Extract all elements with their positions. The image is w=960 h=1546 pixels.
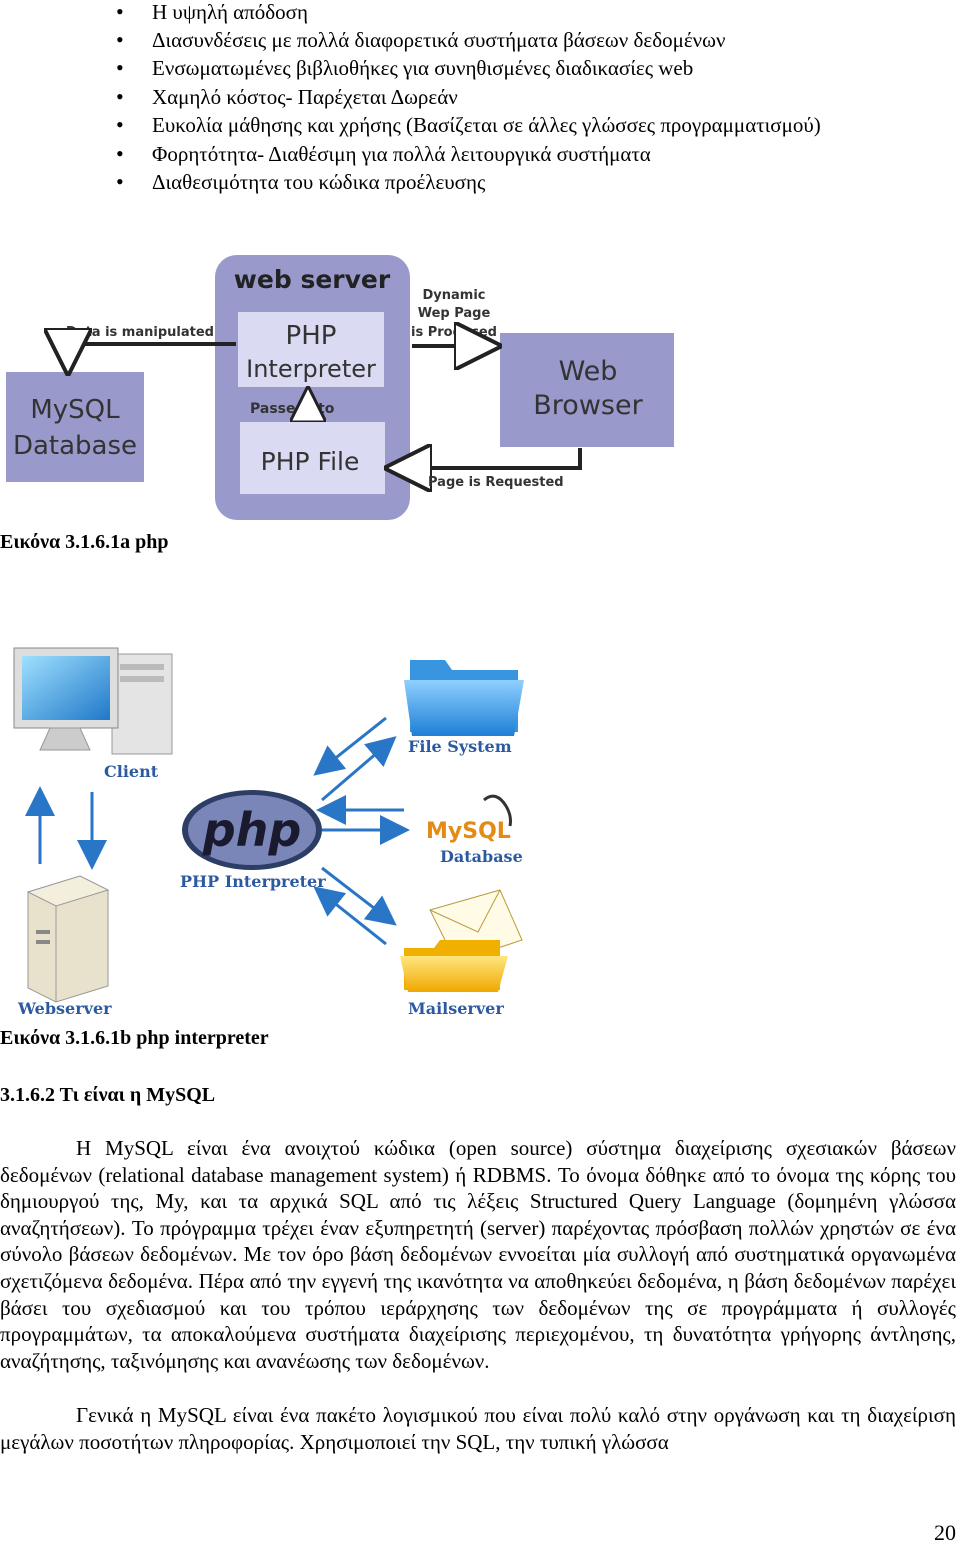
php-interpreter-diagram: Client File System php PHP Interpreter M… [13,647,524,1018]
data-manipulated-label: Data is manipulated [66,325,214,340]
client-computer-icon [13,647,173,755]
to-label: to [318,401,335,417]
bullet-item: Ευκολία μάθησης και χρήσης (Βασίζεται σε… [116,113,821,137]
folder-icon [404,660,524,736]
web-browser-line1: Web [559,356,618,387]
mysql-database-box [6,372,144,482]
mailserver-label: Mailserver [408,999,504,1018]
bullet-item: Διαθεσιμότητα του κώδικα προέλευσης [116,170,485,194]
paragraph-mysql-general: Γενικά η MySQL είναι ένα πακέτο λογισμικ… [0,1403,956,1454]
webserver-label: Webserver [17,999,112,1018]
mail-folder-icon [400,889,523,992]
paragraph-mysql-definition: Η MySQL είναι ένα ανοιχτού κώδικα (open … [0,1136,956,1373]
web-browser-box [500,333,674,447]
bullet-item: Η υψηλή απόδοση [116,0,308,24]
bullet-item: Ενσωματωμένες βιβλιοθήκες για συνηθισμέν… [116,56,693,80]
data-manipulated-arrow [68,344,236,368]
section-heading: 3.1.6.2 Τι είναι η MySQL [0,1084,216,1106]
dynamic-label-1: Dynamic [422,288,485,303]
php-logo-text: php [202,803,302,857]
mysql-logo-icon: MySQL [426,794,512,844]
page-requested-arrow [392,448,582,468]
bullet-item: Χαμηλό κόστος- Παρέχεται Δωρεάν [116,85,458,109]
figure-a-caption: Εικόνα 3.1.6.1a php [0,531,169,553]
php-interpreter-box [238,312,384,387]
php-interpreter-line1: PHP [286,321,337,351]
dynamic-label-3: is Produced [411,325,497,340]
php-file-box [240,422,385,494]
file-system-label: File System [408,737,512,756]
php-webserver-diagram: web server PHP Interpreter Passed to PHP… [6,255,674,520]
mysql-line2: Database [13,431,137,461]
page-requested-label: Page is Requested [428,475,564,490]
database-label: Database [440,847,523,866]
php-interpreter-label: PHP Interpreter [180,872,326,891]
bullet-item: Διασυνδέσεις με πολλά διαφορετικά συστήμ… [116,28,725,52]
php-file-label: PHP File [261,447,360,476]
page-number: 20 [934,1520,956,1545]
web-browser-line2: Browser [533,390,643,421]
server-icon [26,875,110,1003]
figure-b-caption: Εικόνα 3.1.6.1b php interpreter [0,1027,269,1049]
bullet-item: Φορητότητα- Διαθέσιμη για πολλά λειτουργ… [116,142,651,166]
mysql-line1: MySQL [30,395,120,425]
php-logo-icon: php [182,790,322,870]
connection-arrows [25,716,410,946]
php-interpreter-line2: Interpreter [246,355,376,383]
passed-label: Passed [250,401,306,417]
client-label: Client [104,762,159,781]
dynamic-label-2: Wep Page [418,306,491,321]
web-server-label: web server [234,265,391,294]
mysql-logo-text: MySQL [426,819,511,844]
